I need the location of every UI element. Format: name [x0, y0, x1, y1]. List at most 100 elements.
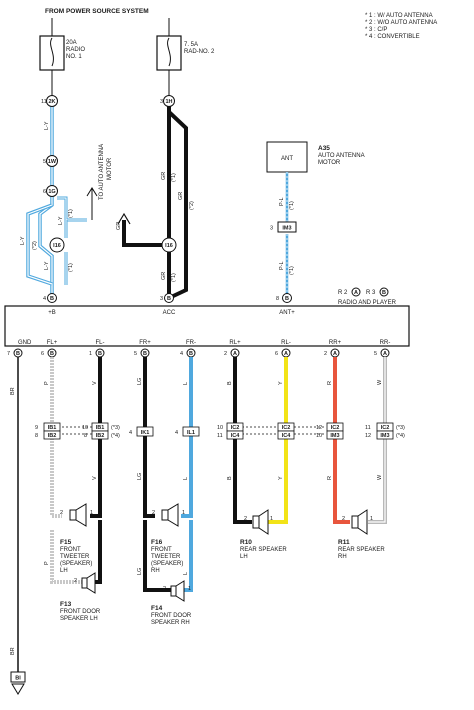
note-1: * 1 : W/ AUTO ANTENNA — [365, 13, 433, 19]
f13-pin-1: 1 — [99, 578, 102, 584]
ground-label: BI — [15, 676, 21, 682]
conn-il1: IL1 — [187, 430, 195, 436]
wire-br-1: BR — [10, 387, 16, 395]
radio-label-fr-plus: FR+ — [139, 340, 151, 346]
wire-p-label-1: P — [44, 381, 50, 385]
wire-fr-minus: L L L — [181, 357, 193, 592]
ant-wire-pl-2: P-L — [279, 261, 285, 270]
wire-rr-minus: W W — [368, 357, 387, 524]
wire-v-label-1: V — [92, 381, 98, 385]
bpin-4a: 4 — [180, 351, 183, 357]
wire-ly-4: L-Y — [44, 261, 50, 270]
ant-conn-im3: IM3 — [282, 226, 291, 232]
ctag-4b: (*4) — [396, 433, 405, 439]
conn-ic2-b: IC2 — [282, 425, 291, 431]
wire-rl-plus: B B — [227, 357, 252, 524]
conn-ic2-c: IC2 — [331, 425, 340, 431]
conn-ic4-a: IC4 — [231, 433, 241, 439]
note-3: * 3 : C/P — [365, 27, 387, 33]
radio-label-fl-plus: FL+ — [47, 340, 58, 346]
acc-chain: 1H 3 I16 B 3 GR GR GR GR (*1) (*2) (*1) — [116, 95, 195, 303]
fuse2-name: RAD-NO. 2 — [184, 49, 215, 55]
radio-label-rr-plus: RR+ — [329, 340, 342, 346]
note-4: * 4 : CONVERTIBLE — [365, 34, 420, 40]
speaker-f15: 2 1 F15 FRONT TWEETER (SPEAKER) LH — [60, 503, 93, 574]
conn-ik1: IK1 — [141, 430, 150, 436]
antenna-box-label: ANT — [281, 156, 293, 162]
r10-pin-2: 2 — [244, 516, 247, 522]
conn-ic4-b: IC4 — [282, 433, 292, 439]
note-2: * 2 : W/O AUTO ANTENNA — [365, 20, 437, 26]
pin-3-mid: 3 — [160, 296, 163, 302]
conn-ib2-b: IB2 — [96, 433, 105, 439]
bpin-2b: 2 — [324, 351, 327, 357]
f14-pin-1: 1 — [188, 586, 191, 592]
tag-gr-2: (*2) — [189, 201, 195, 210]
f13-line2: SPEAKER LH — [60, 616, 98, 622]
wire-fl-plus: P P — [44, 357, 86, 584]
cpin-r11b: 11 — [365, 425, 371, 431]
wire-rr-plus: R R — [327, 357, 350, 524]
pin-letter-b-left: B — [50, 296, 54, 302]
ctag-4a: (*4) — [111, 433, 120, 439]
radio-title: RADIO AND PLAYER — [338, 300, 397, 306]
intermediate-connectors: IB1 IB2 9 8 IB1 IB2 10 8 (*3) (*4) IK1 4… — [35, 422, 405, 440]
f13-pin-2: 2 — [74, 578, 77, 584]
bpin-letter-fl-plus: B — [50, 351, 54, 357]
footnotes: * 1 : W/ AUTO ANTENNA * 2 : W/O AUTO ANT… — [365, 13, 437, 40]
antenna-motor: ANT A35 AUTO ANTENNA MOTOR IM3 3 P-L P-L… — [266, 141, 365, 303]
pin-5: 5 — [43, 159, 46, 165]
pin-3-top: 3 — [160, 99, 163, 105]
bpin-6a: 6 — [41, 351, 44, 357]
tag-ly-3: (*1) — [68, 263, 74, 272]
conn-ib1-b: IB1 — [96, 425, 105, 431]
speaker-r10: 2 1 R10 REAR SPEAKER LH — [240, 509, 287, 560]
antenna-id: A35 — [318, 145, 330, 152]
antenna-line1: AUTO ANTENNA — [318, 153, 365, 159]
conn-r2-letter: A — [354, 290, 358, 296]
wire-rl-minus: Y Y — [268, 357, 288, 524]
conn-im3-b: IM3 — [380, 433, 389, 439]
wire-p-label-2: P — [44, 561, 50, 565]
left-power-chain: 2K 11 1W 5 1G 6 I16 B 4 L-Y L-Y L-Y L-Y … — [20, 95, 87, 303]
conn-r3: R 3 — [366, 290, 376, 296]
to-motor-line1: TO AUTO ANTENNA — [99, 144, 105, 200]
wire-l-label-1: L — [183, 382, 189, 385]
tag-ly-2: (*2) — [32, 241, 38, 250]
f15-line1: FRONT — [60, 547, 81, 553]
pin-letter-1w: 1W — [48, 159, 57, 165]
f15-line4: LH — [60, 568, 68, 574]
bpin-letter-fr-plus: B — [143, 351, 147, 357]
ant-pin-3: 3 — [270, 226, 273, 232]
f16-line1: FRONT — [151, 547, 172, 553]
cpin-r12b: 12 — [365, 433, 371, 439]
cpin-10: 10 — [82, 425, 88, 431]
wire-fl-minus: V V — [90, 357, 102, 584]
radio-bottom-pins: B 7 B 6 B 1 B 5 B 4 A 2 A 6 A 2 A 5 — [7, 348, 390, 358]
speaker-r11: 2 1 R11 REAR SPEAKER RH — [338, 509, 385, 560]
f16-line3: (SPEAKER) — [151, 561, 183, 567]
cpin-r10: 10 — [217, 425, 223, 431]
wire-br-2: BR — [10, 647, 16, 655]
cpin-4a: 4 — [129, 430, 132, 436]
cpin-8: 8 — [35, 433, 38, 439]
conn-im3-a: IM3 — [330, 433, 339, 439]
to-motor-line2: MOTOR — [107, 157, 113, 180]
fuse1-name: RADIO — [66, 47, 85, 53]
cpin-8b: 8 — [84, 433, 87, 439]
f16-id: F16 — [151, 539, 163, 546]
bpin-letter-fr-minus: B — [189, 351, 193, 357]
bpin-2a: 2 — [224, 351, 227, 357]
radio-label-fr-minus: FR- — [186, 340, 196, 346]
to-antenna-motor: TO AUTO ANTENNA MOTOR — [86, 144, 113, 220]
f16-pin-2: 2 — [152, 510, 155, 516]
antenna-line2: MOTOR — [318, 160, 341, 166]
speaker-f13: 2 1 F13 FRONT DOOR SPEAKER LH — [60, 572, 102, 622]
f15-pin-2: 2 — [60, 510, 63, 516]
wire-gr-2: GR — [178, 192, 184, 200]
junction-i16-mid: I16 — [165, 243, 173, 249]
radio-label-acc: ACC — [163, 310, 176, 316]
conn-ic2-a: IC2 — [231, 425, 240, 431]
cpin-r10b: 10 — [316, 433, 322, 439]
